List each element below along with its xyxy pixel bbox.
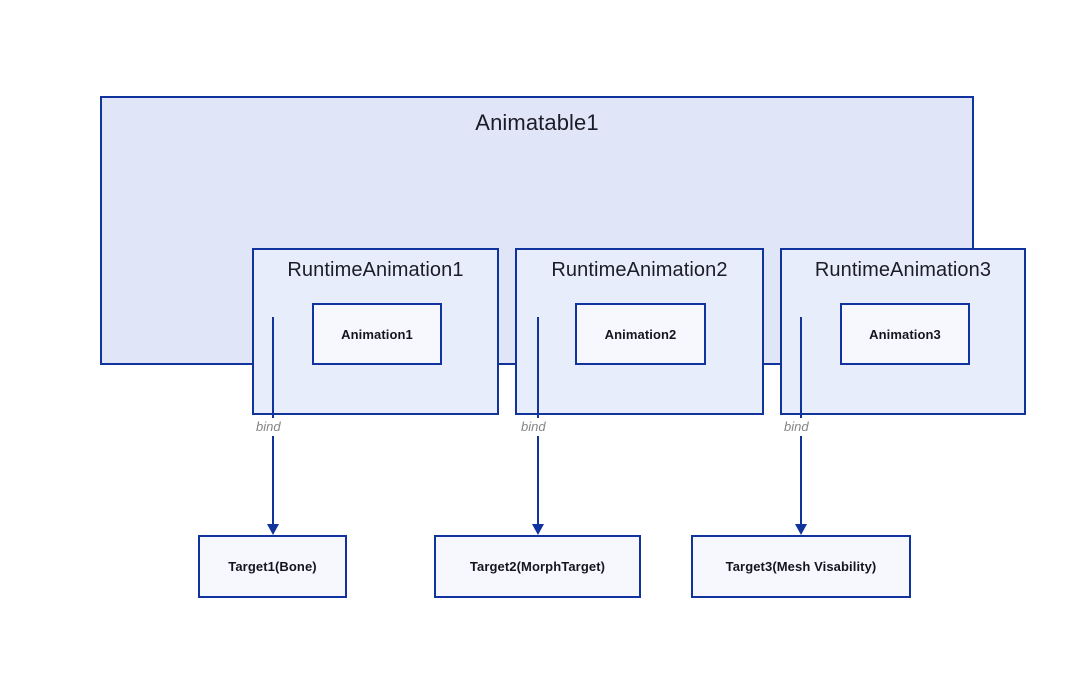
animatable-container[interactable]: Animatable1 RuntimeAnimation1 Animation1… xyxy=(100,96,1026,415)
bind-arrowhead-icon-1 xyxy=(267,524,279,535)
runtime-animation-title-3: RuntimeAnimation3 xyxy=(814,259,992,281)
target-label-1: Target1(Bone) xyxy=(228,559,317,574)
bind-arrowhead-icon-3 xyxy=(795,524,807,535)
animation-label-2: Animation2 xyxy=(604,326,677,342)
target-box-1[interactable]: Target1(Bone) xyxy=(198,535,347,598)
runtime-animation-title-2: RuntimeAnimation2 xyxy=(551,259,728,281)
target-label-3: Target3(Mesh Visability) xyxy=(725,559,877,574)
animation-box-3[interactable]: Animation3 xyxy=(840,303,970,365)
animation-box-2[interactable]: Animation2 xyxy=(575,303,706,365)
bind-edge-label-3: bind xyxy=(780,418,813,436)
runtime-animation-box-1[interactable]: RuntimeAnimation1 Animation1 xyxy=(252,248,499,415)
runtime-animation-title-1: RuntimeAnimation1 xyxy=(287,259,464,281)
bind-arrowhead-icon-2 xyxy=(532,524,544,535)
bind-edge-label-1: bind xyxy=(252,418,285,436)
target-box-3[interactable]: Target3(Mesh Visability) xyxy=(691,535,911,598)
target-label-2: Target2(MorphTarget) xyxy=(469,559,606,574)
runtime-animation-box-3[interactable]: RuntimeAnimation3 Animation3 xyxy=(780,248,1026,415)
animation-box-1[interactable]: Animation1 xyxy=(312,303,442,365)
bind-edge-label-2: bind xyxy=(517,418,550,436)
animation-label-3: Animation3 xyxy=(869,326,941,342)
target-box-2[interactable]: Target2(MorphTarget) xyxy=(434,535,641,598)
runtime-animation-box-2[interactable]: RuntimeAnimation2 Animation2 xyxy=(515,248,764,415)
animation-label-1: Animation1 xyxy=(341,326,413,342)
animatable-title: Animatable1 xyxy=(475,110,599,135)
